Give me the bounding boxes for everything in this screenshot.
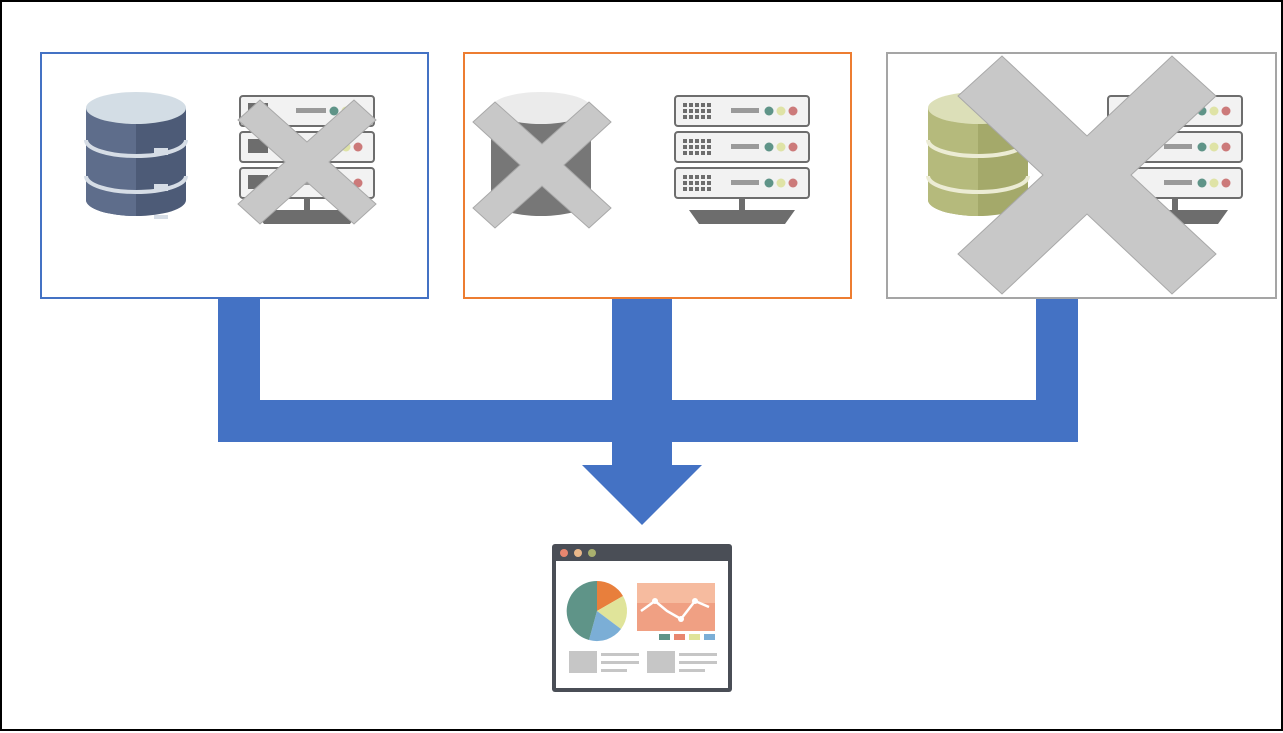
data-source-panel-1: [40, 52, 429, 299]
arrow-down-head: [582, 465, 702, 525]
arrow-down-shaft: [612, 440, 672, 466]
failure-cross-icon: [236, 98, 378, 226]
data-source-panel-2: [463, 52, 852, 299]
arrow-merge-bar: [218, 400, 1078, 442]
server-rack-icon: [673, 94, 811, 226]
failure-cross-icon: [471, 100, 613, 230]
data-source-panel-3: [886, 52, 1277, 299]
database-icon: [84, 90, 188, 220]
dashboard-window-icon: [551, 543, 733, 693]
failure-cross-icon: [956, 54, 1218, 296]
